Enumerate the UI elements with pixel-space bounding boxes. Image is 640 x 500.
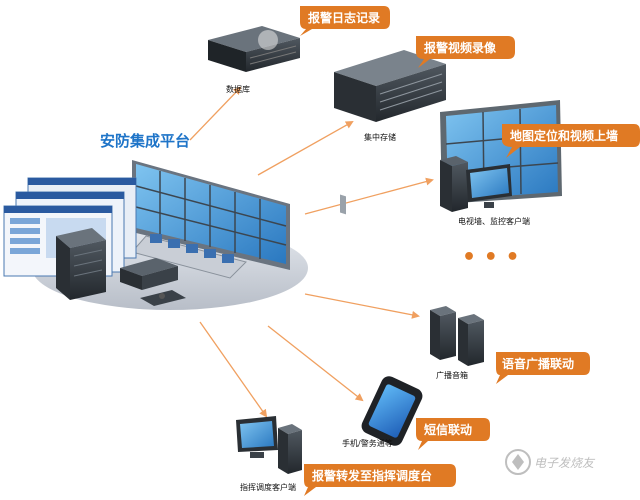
arrow-to-dispatch xyxy=(199,321,268,418)
platform-title: 安防集成平台 xyxy=(100,132,190,150)
videowall-bubble: 地图定位和视频上墙 xyxy=(502,124,640,158)
platform-client-screens xyxy=(3,177,137,277)
dispatch-bubble: 报警转发至指挥调度台 xyxy=(304,464,456,496)
phone-bubble-text: 短信联动 xyxy=(424,422,472,437)
storage-bubble-text: 报警视频录像 xyxy=(424,40,497,55)
speaker-illustration xyxy=(430,306,484,366)
arrow-to-speaker xyxy=(304,293,420,319)
speaker-label: 广播音箱 xyxy=(436,370,468,380)
dispatch-client-illustration xyxy=(236,416,302,474)
database-bubble-text: 报警日志记录 xyxy=(308,10,380,25)
dispatch-label: 指挥调度客户端 xyxy=(240,482,296,492)
platform-video-wall xyxy=(132,160,290,270)
arrow-to-phone xyxy=(267,325,364,402)
database-label: 数据库 xyxy=(226,84,250,94)
more-indicator: • • • xyxy=(462,245,520,270)
watermark-text: 电子发烧友 xyxy=(534,456,596,470)
console-monitors xyxy=(150,234,234,263)
storage-array-illustration xyxy=(334,50,446,215)
database-server-illustration xyxy=(208,26,300,72)
platform-keyboard xyxy=(140,290,186,306)
platform-server-rack xyxy=(56,228,106,300)
database-bubble: 报警日志记录 xyxy=(300,6,390,36)
videowall-label: 电视墙、监控客户端 xyxy=(458,216,530,226)
phone-bubble: 短信联动 xyxy=(416,418,490,450)
speaker-bubble-text: 语音广播联动 xyxy=(502,356,574,371)
dispatch-bubble-text: 报警转发至指挥调度台 xyxy=(312,468,432,483)
watermark-logo: 电子发烧友 xyxy=(505,449,596,475)
storage-bubble: 报警视频录像 xyxy=(416,36,515,68)
security-platform-illustration xyxy=(3,160,308,310)
phone-label: 手机/警务通等 xyxy=(342,438,393,448)
storage-label: 集中存储 xyxy=(364,132,396,142)
videowall-bubble-text: 地图定位和视频上墙 xyxy=(510,128,618,143)
platform-recorder xyxy=(120,258,178,290)
phone-illustration xyxy=(361,376,423,446)
arrow-to-storage xyxy=(257,121,354,176)
connector-arrows xyxy=(189,86,434,418)
speaker-bubble: 语音广播联动 xyxy=(496,352,590,384)
arrow-to-videowall xyxy=(304,177,434,215)
videowall-illustration xyxy=(440,100,562,212)
arrow-to-database xyxy=(189,86,242,141)
